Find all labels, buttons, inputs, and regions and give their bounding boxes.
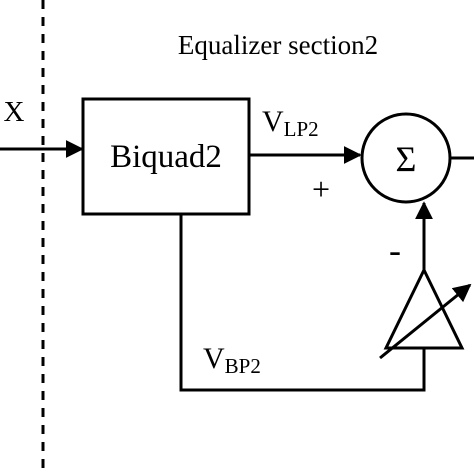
plus-sign: + — [312, 171, 330, 207]
bp-feedback-wire — [179, 214, 426, 392]
gain-control-arrow — [379, 283, 472, 360]
vlp2-label: VLP2 — [262, 105, 319, 141]
summer-symbol: Σ — [396, 139, 417, 179]
variable-gain-amplifier — [383, 266, 465, 350]
input-label: X — [4, 96, 25, 128]
section-title: Equalizer section2 — [178, 30, 378, 60]
vbp2-label: VBP2 — [203, 342, 261, 378]
minus-sign: - — [389, 230, 401, 270]
biquad2-block — [81, 97, 251, 216]
biquad2-label: Biquad2 — [110, 139, 222, 175]
